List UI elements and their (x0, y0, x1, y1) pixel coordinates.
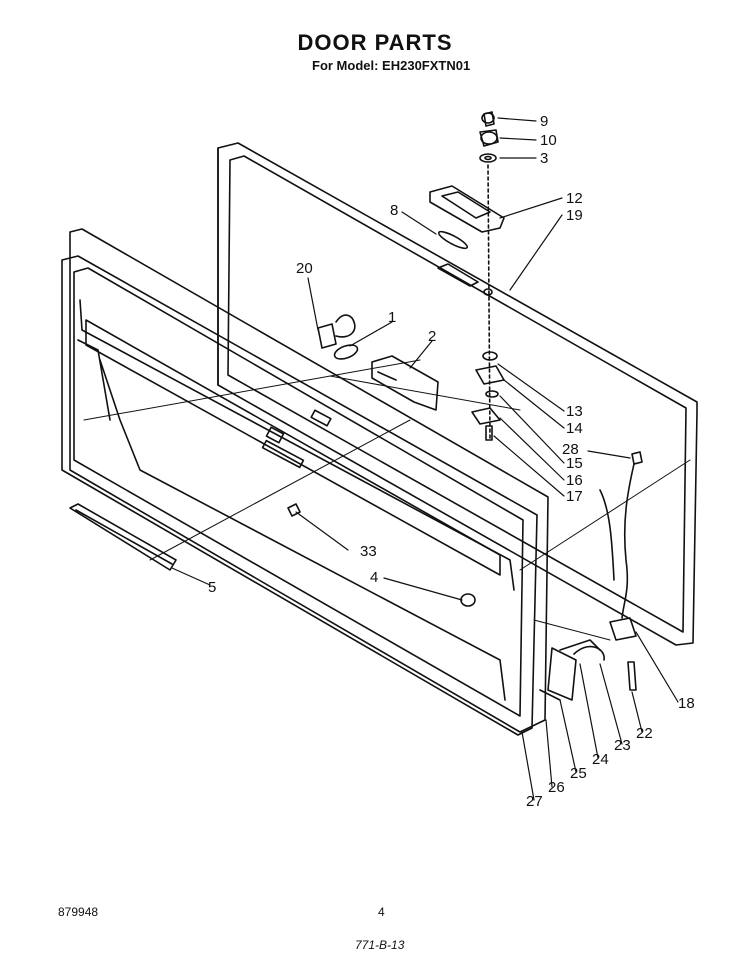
callout-12: 12 (566, 190, 583, 207)
light-switch-assembly (317, 314, 439, 411)
callout-27: 27 (526, 793, 543, 810)
callout-5: 5 (208, 579, 216, 596)
callout-2: 2 (428, 328, 436, 345)
callout-24: 24 (592, 751, 609, 768)
hinge-pin-stack (479, 111, 499, 163)
callout-10: 10 (540, 132, 557, 149)
callout-4: 4 (370, 569, 378, 586)
door-liner (61, 228, 549, 736)
model-subtitle: For Model: EH230FXTN01 (312, 58, 471, 73)
callout-labels: 9 10 3 12 19 8 20 1 2 13 14 28 15 16 17 … (208, 113, 695, 810)
callout-8: 8 (390, 202, 398, 219)
callout-20: 20 (296, 260, 313, 277)
callout-18: 18 (678, 695, 695, 712)
callout-25: 25 (570, 765, 587, 782)
callout-23: 23 (614, 737, 631, 754)
callout-28: 28 (562, 441, 579, 458)
catalog-number: 879948 (58, 905, 99, 919)
callout-26: 26 (548, 779, 565, 796)
assembly-guide-lines (83, 359, 691, 641)
leader-lines (171, 117, 679, 801)
callout-1: 1 (388, 309, 396, 326)
page-number: 4 (378, 905, 385, 919)
hinge-axis-line (487, 164, 491, 441)
callout-15: 15 (566, 455, 583, 472)
callout-19: 19 (566, 207, 583, 224)
door-panel-back (217, 142, 698, 646)
callout-3: 3 (540, 150, 548, 167)
callout-13: 13 (566, 403, 583, 420)
page-title: DOOR PARTS (297, 30, 453, 55)
callout-33: 33 (360, 543, 377, 560)
handwritten-code: 771-B-13 (355, 938, 405, 952)
gasket-strip (69, 503, 177, 571)
hinge-bracket (429, 185, 505, 296)
callout-22: 22 (636, 725, 653, 742)
callout-17: 17 (566, 488, 583, 505)
screw-and-plug (287, 503, 476, 607)
heater-wire-assembly (539, 451, 643, 701)
callout-9: 9 (540, 113, 548, 130)
callout-16: 16 (566, 472, 583, 489)
callout-14: 14 (566, 420, 583, 437)
